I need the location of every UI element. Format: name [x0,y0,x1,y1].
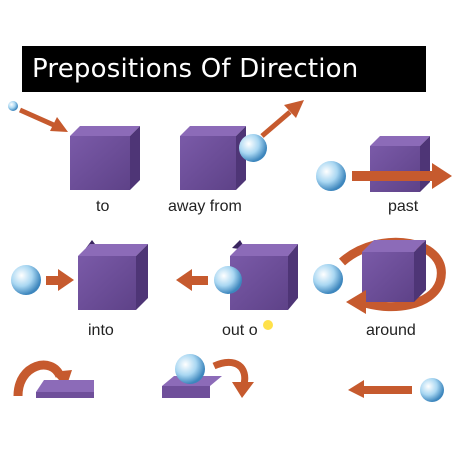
label-around: around [366,322,416,339]
label-into: into [88,322,114,339]
arrow-head-icon [346,290,366,314]
illustration-around [313,237,446,314]
cube-icon [36,380,94,398]
curved-arrow-icon [13,360,65,397]
cube-icon [230,240,298,310]
cube-icon [370,136,430,192]
label-past: past [388,198,419,215]
arrow-icon [260,100,304,138]
illustration-to [8,101,140,190]
illustration-into [11,240,148,310]
page-title: Prepositions Of Direction [32,54,359,84]
cursor-dot [263,320,273,330]
illustration-past [316,136,452,192]
arrow-head-icon [232,382,254,398]
title-banner: Prepositions Of Direction [22,46,426,92]
ball-icon [313,264,343,294]
ball-icon [8,101,18,111]
arrow-icon [18,107,68,132]
ball-icon [420,378,444,402]
cube-icon [180,126,246,190]
arrow-icon [46,269,74,291]
ball-icon [214,266,242,294]
ball-icon [239,134,267,162]
label-out-of: out o [222,322,258,339]
illustration-away-from [180,100,304,190]
arrow-icon [362,386,412,394]
arrow-icon [176,269,208,291]
label-away-from: away from [168,198,242,215]
arrow-icon [352,163,452,189]
label-to: to [96,198,110,215]
illustration-partial-middle [162,354,254,398]
illustration-partial-right [348,378,444,402]
illustration-partial-left [13,360,94,398]
cube-icon [70,126,140,190]
cube-icon [362,240,426,302]
ball-icon [316,161,346,191]
arrow-head-icon [348,380,364,398]
cube-icon [78,240,148,310]
ball-icon [11,265,41,295]
ball-icon [175,354,205,384]
curved-arrow-icon [212,358,249,385]
illustration-out-of [176,240,298,310]
